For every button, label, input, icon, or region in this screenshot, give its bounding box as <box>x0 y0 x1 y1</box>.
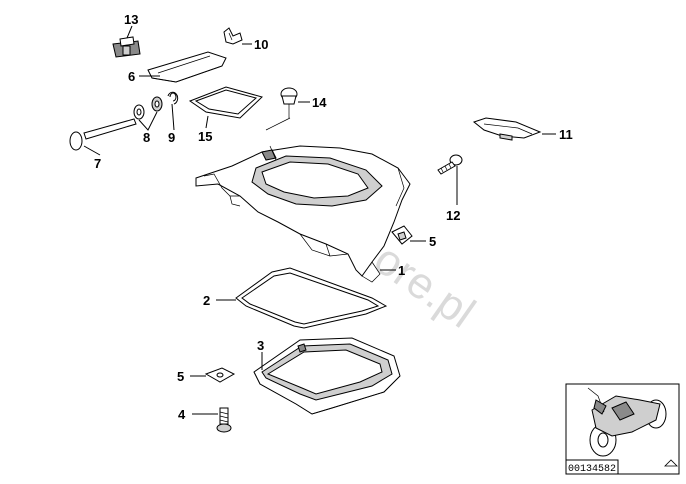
label-10: 10 <box>254 37 268 52</box>
part-2-seal <box>235 267 388 329</box>
part-15-gasket <box>188 86 263 119</box>
label-13: 13 <box>124 12 138 27</box>
vehicle-thumbnail: 00134582 <box>565 383 680 475</box>
leader-9 <box>171 103 175 131</box>
part-5-clip-upper <box>391 225 413 245</box>
part-11-cover <box>472 117 542 141</box>
label-3: 3 <box>257 338 264 353</box>
label-7: 7 <box>94 156 101 171</box>
motorcycle-icon <box>587 387 667 457</box>
part-1-housing <box>195 117 411 283</box>
part-5-clip-lower <box>204 367 236 383</box>
label-15: 15 <box>198 129 212 144</box>
part-4-screw <box>216 407 232 433</box>
label-5-lower: 5 <box>177 369 184 384</box>
part-6-cover-plate <box>147 51 227 83</box>
diagram-code: 00134582 <box>568 464 616 475</box>
label-14: 14 <box>312 95 327 110</box>
part-7-bolt <box>69 118 137 151</box>
part-8-washer <box>133 96 163 120</box>
part-9-circlip <box>167 91 179 105</box>
leader-7 <box>83 145 101 156</box>
part-14-plug <box>280 87 298 118</box>
part-12-screw <box>437 154 463 175</box>
label-1: 1 <box>398 263 405 278</box>
label-2: 2 <box>203 293 210 308</box>
label-11: 11 <box>559 127 573 142</box>
corner-arrow-icon <box>664 459 678 467</box>
label-5-upper: 5 <box>429 234 436 249</box>
part-10-clip <box>223 27 243 45</box>
leader-13 <box>126 25 133 39</box>
part-3-tray <box>253 337 401 415</box>
label-4: 4 <box>178 407 186 422</box>
part-13-clip-nut <box>112 36 141 58</box>
label-6: 6 <box>128 69 135 84</box>
label-8: 8 <box>143 130 150 145</box>
leader-15 <box>205 115 209 129</box>
leader-8 <box>138 111 158 131</box>
label-12: 12 <box>446 208 460 223</box>
label-9: 9 <box>168 130 175 145</box>
